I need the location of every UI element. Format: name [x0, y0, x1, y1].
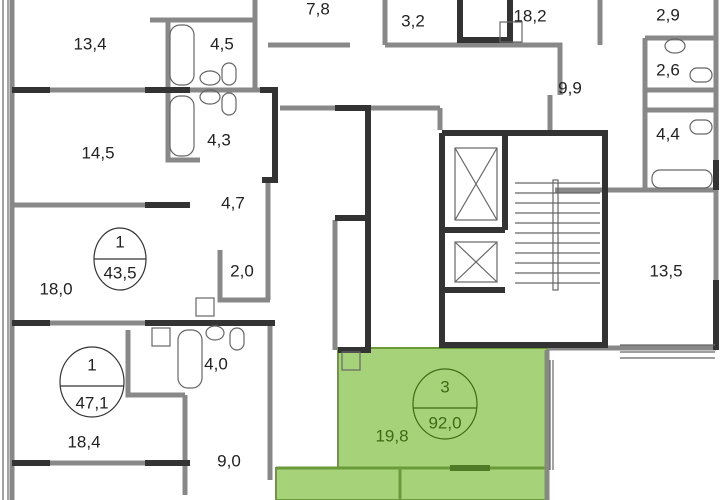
apartment-area: 47,1	[75, 393, 108, 412]
room-area-label: 9,9	[558, 78, 582, 97]
room-area-label: 13,4	[73, 34, 106, 53]
room-area-label: 19,8	[375, 426, 408, 445]
wall	[450, 465, 490, 471]
apartment-badge[interactable]: 1 43,5	[93, 227, 147, 291]
room-area-label: 4,0	[204, 354, 228, 373]
walls-light	[12, 0, 716, 500]
room-area-label: 3,2	[401, 11, 425, 30]
apartment-rooms: 1	[115, 232, 124, 251]
room-area-label: 2,9	[656, 5, 680, 24]
apartment-area: 92,0	[428, 413, 461, 432]
apartment-rooms: 3	[440, 377, 449, 396]
room-area-label: 2,6	[656, 60, 680, 79]
room-area-label: 9,0	[217, 451, 241, 470]
apartment-3-highlight[interactable]	[275, 347, 548, 500]
room-area-label: 18,0	[39, 279, 72, 298]
room-area-label: 4,5	[210, 34, 234, 53]
room-area-label: 2,0	[230, 261, 254, 280]
room-area-label: 13,5	[649, 261, 682, 280]
room-area-label: 4,4	[656, 124, 680, 143]
room-area-label: 7,8	[306, 0, 330, 18]
apartment-badge-highlighted[interactable]: 3 92,0	[412, 368, 478, 440]
apartment-rooms: 1	[87, 355, 96, 374]
room-area-label: 14,5	[81, 143, 114, 162]
room-area-label: 18,2	[513, 6, 546, 25]
apartment-area: 43,5	[103, 263, 136, 282]
room-area-label: 4,3	[207, 130, 231, 149]
bathroom-fixtures	[151, 21, 713, 389]
elevator-shafts	[454, 147, 498, 283]
walls-dark	[12, 0, 719, 466]
staircase	[515, 179, 600, 291]
apartment-badge[interactable]: 1 47,1	[59, 346, 125, 418]
window	[549, 344, 715, 470]
room-area-label: 18,4	[67, 432, 100, 451]
room-area-label: 4,7	[221, 193, 245, 212]
